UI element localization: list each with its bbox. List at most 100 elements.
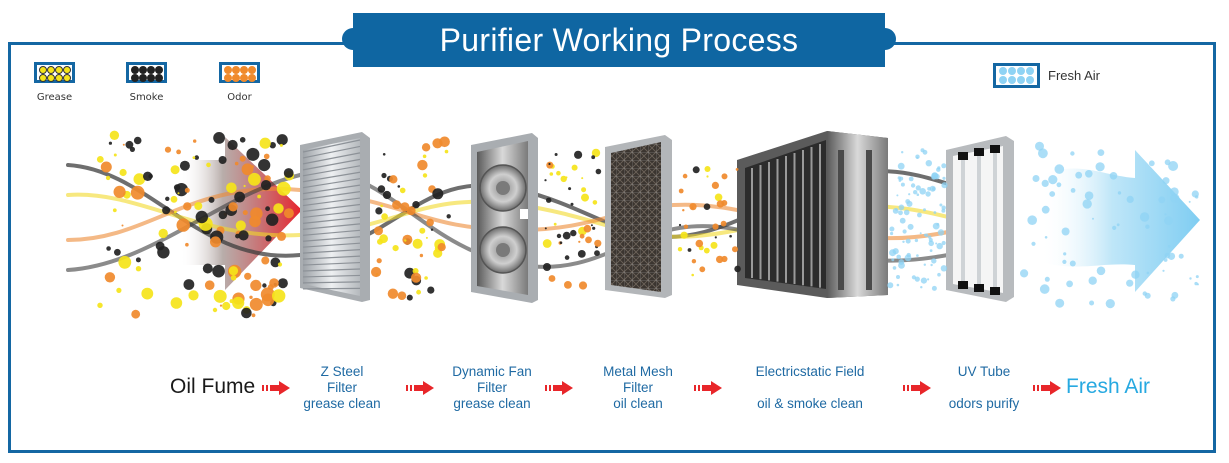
- flow-step-dynamic-fan: Dynamic Fan Filter grease clean: [440, 364, 544, 412]
- particle: [899, 176, 904, 181]
- particle: [249, 297, 263, 311]
- particle: [570, 202, 574, 206]
- particle: [114, 248, 121, 256]
- particle: [1041, 205, 1050, 214]
- red-arrow-icon: [262, 381, 290, 395]
- particle: [895, 208, 898, 211]
- particle: [241, 163, 254, 176]
- particle: [925, 160, 932, 167]
- particle: [210, 236, 221, 248]
- particle: [680, 231, 688, 239]
- legend-smoke: Smoke: [126, 62, 167, 103]
- particle: [716, 255, 724, 264]
- particle: [548, 275, 556, 282]
- particle: [898, 210, 903, 216]
- particle: [1162, 177, 1170, 185]
- particle: [412, 201, 420, 209]
- particle: [887, 282, 894, 289]
- particle: [907, 223, 914, 230]
- particle: [397, 291, 407, 301]
- particle: [936, 242, 943, 250]
- particle: [902, 240, 905, 243]
- particle: [716, 200, 725, 208]
- particle: [269, 142, 276, 149]
- particle: [135, 266, 142, 272]
- particle: [1096, 266, 1106, 276]
- particle: [935, 242, 938, 245]
- particle: [417, 159, 428, 171]
- particle: [712, 223, 719, 230]
- particle: [1191, 190, 1199, 198]
- particle: [933, 211, 937, 214]
- particle: [176, 149, 182, 155]
- particle: [1075, 171, 1083, 179]
- particle: [283, 168, 294, 178]
- particle: [419, 227, 426, 234]
- particle: [577, 250, 586, 258]
- step-line: grease clean: [303, 396, 381, 411]
- particle: [941, 182, 948, 189]
- particle: [125, 140, 134, 149]
- particle: [371, 266, 382, 278]
- particle: [97, 302, 103, 308]
- particle: [105, 175, 111, 181]
- particle: [556, 170, 561, 176]
- particle: [177, 192, 180, 195]
- particle: [896, 194, 899, 197]
- particle: [246, 147, 260, 161]
- particle: [546, 197, 552, 203]
- particle: [260, 180, 272, 191]
- particle: [678, 223, 682, 227]
- particle: [931, 285, 937, 291]
- particle: [277, 262, 283, 267]
- particle: [721, 173, 728, 180]
- particle: [412, 268, 419, 274]
- particle: [687, 248, 692, 252]
- particle: [1041, 179, 1049, 187]
- particle: [1056, 182, 1062, 188]
- particle: [560, 175, 567, 183]
- particle: [916, 193, 920, 196]
- particle: [212, 264, 225, 278]
- particle: [714, 193, 723, 202]
- particle: [1089, 300, 1095, 306]
- fresh-air-arrow-icon: [1040, 150, 1200, 292]
- particle: [412, 238, 423, 249]
- particle: [244, 272, 252, 280]
- particle: [121, 224, 124, 227]
- particle: [1196, 283, 1199, 286]
- particle: [910, 183, 916, 188]
- particle: [202, 263, 213, 274]
- particle: [262, 283, 267, 288]
- particle: [897, 162, 905, 170]
- particle: [260, 287, 275, 302]
- particle: [265, 206, 270, 212]
- particle: [1039, 284, 1050, 294]
- particle: [1031, 241, 1036, 246]
- step-line: Electricstatic Field: [755, 364, 865, 379]
- particle: [218, 156, 227, 164]
- particle: [192, 156, 196, 160]
- particle: [542, 239, 552, 248]
- particle: [194, 202, 203, 210]
- particle: [890, 231, 894, 236]
- particle: [1061, 227, 1070, 236]
- particle: [130, 185, 145, 200]
- particle: [892, 248, 899, 255]
- particle: [1170, 187, 1179, 196]
- particle: [170, 165, 180, 175]
- particle: [595, 168, 602, 175]
- particle: [548, 162, 551, 166]
- particle: [919, 188, 926, 195]
- red-arrow-icon: [1033, 381, 1061, 395]
- particle: [1112, 225, 1117, 230]
- particle: [721, 255, 728, 263]
- particle: [433, 248, 443, 258]
- particle: [133, 173, 146, 185]
- particle: [937, 272, 941, 277]
- particle: [711, 181, 720, 189]
- particle: [143, 171, 153, 181]
- step-line: Filter: [327, 380, 357, 395]
- particle: [188, 290, 199, 301]
- step-line: UV Tube: [957, 364, 1011, 379]
